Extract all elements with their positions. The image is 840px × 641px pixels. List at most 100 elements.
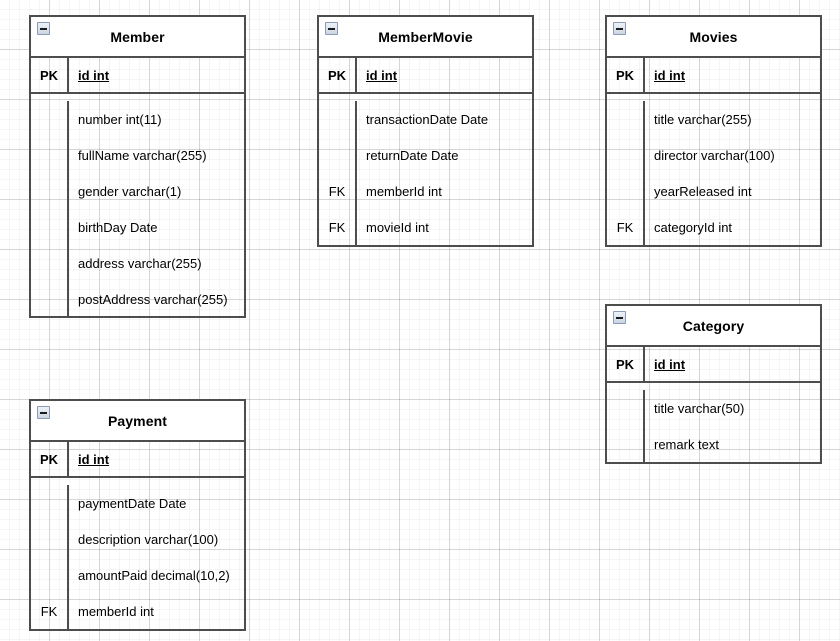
attribute-field: memberId int bbox=[366, 183, 442, 199]
attribute-key bbox=[31, 173, 69, 209]
entity-member-pk-row: PK id int bbox=[31, 58, 244, 94]
attribute-key bbox=[31, 485, 69, 521]
attribute-field: memberId int bbox=[78, 603, 154, 619]
entity-payment-pk-key: PK bbox=[31, 442, 69, 476]
attribute-key bbox=[607, 426, 645, 462]
entity-movies-pk-key: PK bbox=[607, 58, 645, 92]
attribute-key bbox=[607, 101, 645, 137]
attribute-field: paymentDate Date bbox=[78, 495, 187, 511]
entity-category-attributes: title varchar(50) remark text bbox=[607, 383, 820, 469]
minus-icon[interactable] bbox=[37, 406, 50, 419]
attribute-field: postAddress varchar(255) bbox=[78, 291, 228, 307]
attribute-row: FK memberId int bbox=[319, 173, 532, 209]
entity-member-attributes: number int(11) fullName varchar(255) gen… bbox=[31, 94, 244, 324]
entity-category-pk-key: PK bbox=[607, 347, 645, 381]
entity-membermovie-name: MemberMovie bbox=[378, 28, 473, 45]
attribute-row: FK memberId int bbox=[31, 593, 244, 629]
entity-membermovie-pk-row: PK id int bbox=[319, 58, 532, 94]
attribute-key bbox=[319, 137, 357, 173]
minus-icon[interactable] bbox=[613, 311, 626, 324]
attribute-field: director varchar(100) bbox=[654, 147, 775, 163]
attribute-key bbox=[607, 137, 645, 173]
attribute-field: amountPaid decimal(10,2) bbox=[78, 567, 230, 583]
attribute-row: address varchar(255) bbox=[31, 245, 244, 281]
entity-category[interactable]: Category PK id int title varchar(50) rem… bbox=[605, 304, 822, 464]
attribute-row: returnDate Date bbox=[319, 137, 532, 173]
entity-membermovie-title-bar: MemberMovie bbox=[319, 17, 532, 58]
attribute-row: fullName varchar(255) bbox=[31, 137, 244, 173]
entity-member-name: Member bbox=[110, 28, 165, 45]
attribute-row: director varchar(100) bbox=[607, 137, 820, 173]
attribute-row: description varchar(100) bbox=[31, 521, 244, 557]
attribute-key bbox=[607, 390, 645, 426]
minus-icon[interactable] bbox=[613, 22, 626, 35]
attribute-key: FK bbox=[31, 593, 69, 629]
attribute-key bbox=[31, 137, 69, 173]
entity-movies[interactable]: Movies PK id int title varchar(255) dire… bbox=[605, 15, 822, 247]
entity-movies-pk-row: PK id int bbox=[607, 58, 820, 94]
attribute-field: birthDay Date bbox=[78, 219, 158, 235]
attribute-key bbox=[31, 281, 69, 317]
attribute-row: FK categoryId int bbox=[607, 209, 820, 245]
entity-payment-name: Payment bbox=[107, 412, 168, 429]
attribute-field: fullName varchar(255) bbox=[78, 147, 207, 163]
minus-icon[interactable] bbox=[325, 22, 338, 35]
attribute-field: number int(11) bbox=[78, 111, 162, 127]
entity-payment-attributes: paymentDate Date description varchar(100… bbox=[31, 478, 244, 636]
attribute-field: remark text bbox=[654, 436, 720, 452]
entity-movies-title-bar: Movies bbox=[607, 17, 820, 58]
attribute-key bbox=[319, 101, 357, 137]
attribute-field: title varchar(50) bbox=[654, 400, 745, 416]
entity-movies-name: Movies bbox=[689, 28, 738, 45]
attribute-row: transactionDate Date bbox=[319, 101, 532, 137]
attribute-key bbox=[31, 101, 69, 137]
entity-category-pk-field: id int bbox=[654, 356, 686, 372]
attribute-row: title varchar(50) bbox=[607, 390, 820, 426]
attribute-row: paymentDate Date bbox=[31, 485, 244, 521]
attribute-row: gender varchar(1) bbox=[31, 173, 244, 209]
entity-member[interactable]: Member PK id int number int(11) fullName… bbox=[29, 15, 246, 318]
entity-member-pk-field: id int bbox=[78, 67, 110, 83]
attribute-field: address varchar(255) bbox=[78, 255, 202, 271]
attribute-key bbox=[31, 557, 69, 593]
attribute-key bbox=[31, 245, 69, 281]
attribute-key bbox=[31, 209, 69, 245]
entity-category-name: Category bbox=[682, 317, 745, 334]
entity-movies-attributes: title varchar(255) director varchar(100)… bbox=[607, 94, 820, 252]
entity-membermovie-attributes: transactionDate Date returnDate Date FK … bbox=[319, 94, 532, 252]
attribute-row: yearReleased int bbox=[607, 173, 820, 209]
attribute-field: movieId int bbox=[366, 219, 429, 235]
attribute-key bbox=[607, 173, 645, 209]
entity-category-title-bar: Category bbox=[607, 306, 820, 347]
entity-payment[interactable]: Payment PK id int paymentDate Date descr… bbox=[29, 399, 246, 631]
attribute-row: number int(11) bbox=[31, 101, 244, 137]
attribute-row: remark text bbox=[607, 426, 820, 462]
attribute-field: gender varchar(1) bbox=[78, 183, 182, 199]
entity-payment-pk-field: id int bbox=[78, 451, 110, 467]
attribute-row: postAddress varchar(255) bbox=[31, 281, 244, 317]
entity-membermovie-pk-field: id int bbox=[366, 67, 398, 83]
attribute-key bbox=[31, 521, 69, 557]
entity-membermovie[interactable]: MemberMovie PK id int transactionDate Da… bbox=[317, 15, 534, 247]
entity-payment-title-bar: Payment bbox=[31, 401, 244, 442]
entity-movies-pk-field: id int bbox=[654, 67, 686, 83]
attribute-row: FK movieId int bbox=[319, 209, 532, 245]
attribute-field: categoryId int bbox=[654, 219, 733, 235]
attribute-key: FK bbox=[607, 209, 645, 245]
attribute-field: yearReleased int bbox=[654, 183, 752, 199]
minus-icon[interactable] bbox=[37, 22, 50, 35]
entity-category-pk-row: PK id int bbox=[607, 347, 820, 383]
attribute-field: returnDate Date bbox=[366, 147, 459, 163]
attribute-field: transactionDate Date bbox=[366, 111, 489, 127]
attribute-row: title varchar(255) bbox=[607, 101, 820, 137]
entity-membermovie-pk-key: PK bbox=[319, 58, 357, 92]
entity-member-pk-key: PK bbox=[31, 58, 69, 92]
entity-member-title-bar: Member bbox=[31, 17, 244, 58]
attribute-field: title varchar(255) bbox=[654, 111, 752, 127]
attribute-key: FK bbox=[319, 173, 357, 209]
attribute-field: description varchar(100) bbox=[78, 531, 219, 547]
attribute-row: birthDay Date bbox=[31, 209, 244, 245]
entity-payment-pk-row: PK id int bbox=[31, 442, 244, 478]
attribute-key: FK bbox=[319, 209, 357, 245]
attribute-row: amountPaid decimal(10,2) bbox=[31, 557, 244, 593]
